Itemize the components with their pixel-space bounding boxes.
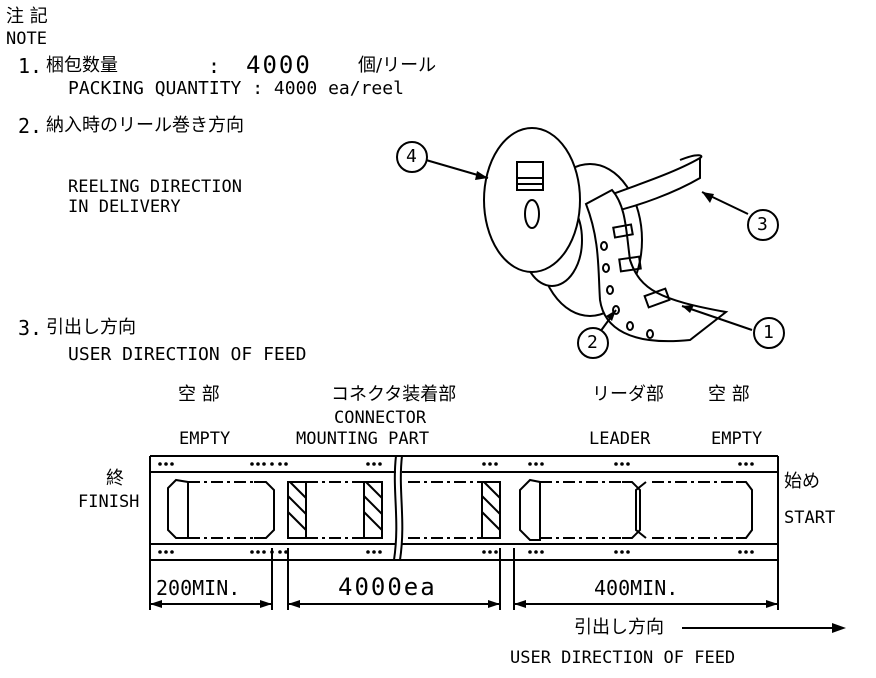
pocket-connector-3 (481, 481, 501, 539)
callout-4-circle (396, 141, 428, 173)
section-leader-jp: リーダ部 (592, 384, 664, 405)
callout-1-label: 1 (763, 322, 774, 343)
note2-label-en-2: IN DELIVERY (68, 197, 181, 217)
note-title-jp: 注 記 (6, 6, 48, 27)
callout-2-circle (577, 327, 609, 359)
note1-quantity: 4000 (246, 51, 312, 79)
note1-colon: : (208, 54, 221, 78)
section-empty-right-en: EMPTY (711, 429, 763, 449)
note2-label-en-1: REELING DIRECTION (68, 177, 242, 197)
dim-leader-label: 400MIN. (594, 576, 679, 600)
section-empty-left-en: EMPTY (179, 429, 231, 449)
finish-label-en: FINISH (78, 492, 140, 512)
dim-empty-label: 200MIN. (156, 576, 241, 600)
reel-top-tape (594, 156, 701, 216)
sprocket-holes (158, 462, 754, 554)
callout-1-leader (681, 305, 753, 331)
pocket-connector-2 (363, 481, 383, 539)
note2-label-jp: 納入時のリール巻き方向 (46, 115, 244, 136)
note-title-en: NOTE (6, 29, 47, 49)
note1-label-jp: 梱包数量 (46, 55, 118, 76)
note2-number: 2. (18, 114, 43, 138)
pocket-connector-1 (287, 481, 307, 539)
dim-connector-label: 4000ea (338, 573, 437, 601)
reel-carrier-tape (584, 188, 729, 343)
pocket-empty-1 (167, 478, 189, 539)
callout-2-label: 2 (587, 332, 598, 353)
section-connector-jp: コネクタ装着部 (331, 384, 457, 405)
note1-number: 1. (18, 54, 43, 78)
pocket-leader-1 (519, 478, 541, 541)
callout-4-label: 4 (406, 146, 417, 167)
note3-number: 3. (18, 316, 43, 340)
note3-label-en: USER DIRECTION OF FEED (68, 344, 307, 365)
callout-3-circle (747, 209, 779, 241)
section-empty-right-jp: 空 部 (708, 384, 750, 405)
section-leader-en: LEADER (589, 429, 651, 449)
section-connector-en-2: MOUNTING PART (296, 429, 430, 449)
feed-arrow-head (832, 623, 846, 633)
callout-1-circle (753, 317, 785, 349)
dimension-lines (149, 548, 840, 629)
start-label-en: START (784, 508, 836, 528)
section-empty-left-jp: 空 部 (178, 384, 220, 405)
note3-label-jp: 引出し方向 (46, 317, 136, 338)
note1-unit-jp: 個/リール (358, 55, 437, 76)
feed-direction-en: USER DIRECTION OF FEED (510, 648, 736, 668)
note1-label-en: PACKING QUANTITY : 4000 ea/reel (68, 78, 404, 99)
callout-3-label: 3 (757, 214, 768, 235)
feed-direction-jp: 引出し方向 (574, 617, 664, 638)
section-connector-en-1: CONNECTOR (334, 408, 427, 428)
finish-label-jp: 終 (106, 468, 124, 489)
start-label-jp: 始め (784, 471, 820, 492)
